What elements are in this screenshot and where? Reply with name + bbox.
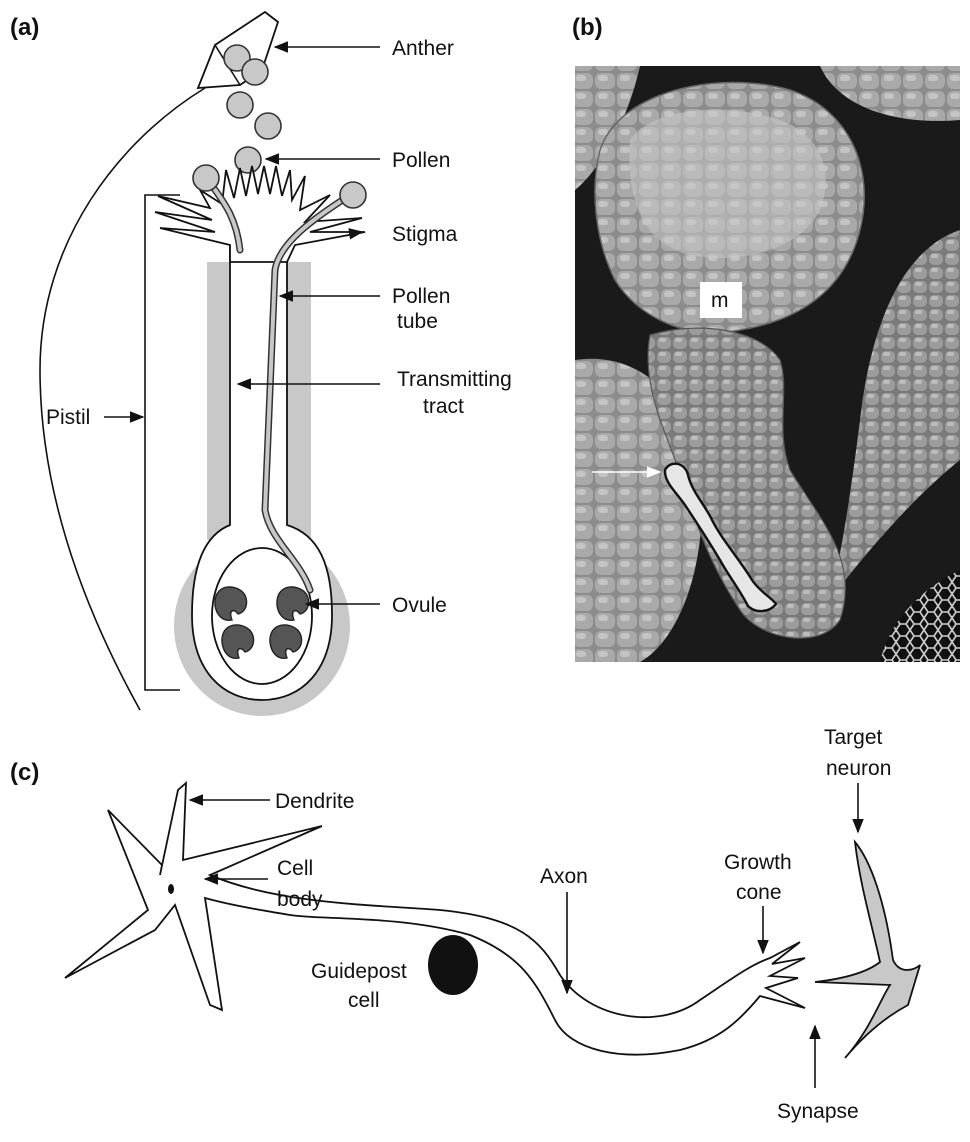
nucleus (168, 884, 174, 894)
label-dendrite: Dendrite (275, 790, 354, 813)
pollen-grain (241, 58, 269, 86)
neuron (64, 780, 806, 1056)
label-pollen: Pollen (392, 149, 450, 172)
label-axon: Axon (540, 865, 588, 888)
micrograph-label-box (700, 282, 742, 318)
panel-a-label: (a) (10, 14, 39, 41)
pollen-grain (254, 112, 282, 140)
panel-b: (b) m (572, 14, 960, 662)
label-target-line1: Target (824, 726, 883, 749)
panel-b-label: (b) (572, 14, 603, 41)
pollen-grain (226, 91, 254, 119)
label-transmitting-line2: tract (423, 395, 464, 418)
stigma-arrow (348, 228, 364, 240)
guidepost-cell (428, 935, 478, 995)
label-cell-body-line1: Cell (277, 857, 313, 880)
label-pistil: Pistil (46, 406, 90, 429)
pistil-bracket (144, 194, 180, 691)
target-neuron (814, 839, 921, 1059)
label-ovule: Ovule (392, 594, 447, 617)
label-target-line2: neuron (826, 757, 891, 780)
traced-pollen-tube (663, 462, 778, 613)
label-cell-body-line2: body (277, 888, 323, 911)
ovule (214, 586, 248, 621)
label-guidepost-line1: Guidepost (311, 960, 407, 983)
micrograph-label: m (711, 289, 729, 312)
ovule (276, 586, 310, 621)
pollen-grain-on-stigma (192, 164, 220, 192)
label-stigma: Stigma (392, 223, 458, 246)
label-transmitting-line1: Transmitting (397, 368, 512, 391)
micrograph: m (575, 66, 960, 662)
label-pollen-tube-line2: tube (397, 310, 438, 333)
label-growth-cone-line2: cone (736, 881, 782, 904)
label-synapse: Synapse (777, 1100, 859, 1123)
style-tissue-right (287, 262, 311, 540)
mesh-bottom-right (880, 570, 960, 662)
lobe-top-left (575, 66, 640, 190)
ovule-head-highlight (629, 109, 826, 258)
panel-c: (c) Dendrite Cell body Axon Growth cone … (10, 726, 921, 1123)
stigma (154, 165, 366, 263)
pollen-grain (234, 146, 262, 174)
lobe-top-right (820, 66, 960, 121)
style-tissue-left (207, 262, 231, 540)
lobe-right (830, 230, 960, 600)
panel-c-label: (c) (10, 759, 39, 786)
label-pollen-tube-line1: Pollen (392, 285, 450, 308)
pollen-tube (262, 193, 352, 592)
ovules (214, 586, 310, 659)
ovule (221, 624, 255, 659)
stamen-filament (39, 87, 206, 711)
label-guidepost-line2: cell (348, 989, 380, 1012)
pollen-grain-on-stigma (339, 181, 367, 209)
label-anther: Anther (392, 37, 454, 60)
panel-a: (a) (10, 10, 512, 716)
pollen-grains (223, 44, 282, 174)
ovule (269, 624, 303, 659)
label-growth-cone-line1: Growth (724, 851, 792, 874)
